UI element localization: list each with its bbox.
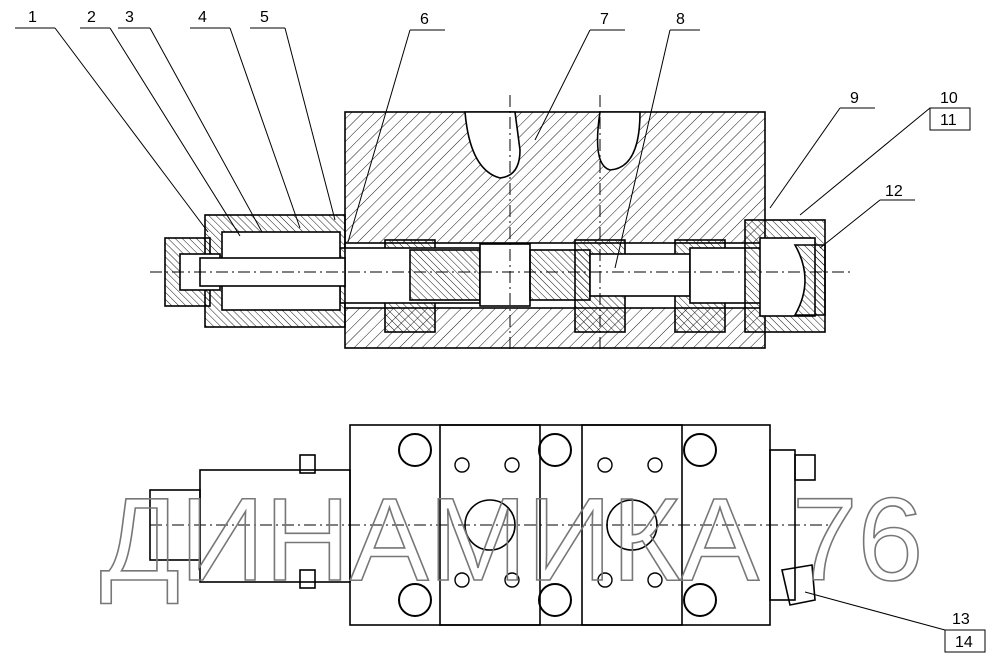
top-view bbox=[149, 424, 830, 626]
label-6: 6 bbox=[420, 11, 429, 28]
label-12: 12 bbox=[885, 183, 903, 200]
label-3: 3 bbox=[125, 9, 134, 26]
label-1: 1 bbox=[28, 9, 37, 26]
part-labels: 1 2 3 4 5 6 7 8 9 10 11 12 13 14 bbox=[28, 9, 973, 651]
label-11: 11 bbox=[940, 112, 957, 129]
label-8: 8 bbox=[676, 11, 685, 28]
label-2: 2 bbox=[87, 9, 96, 26]
label-9: 9 bbox=[850, 90, 859, 107]
watermark: ДИНАМИКА 76 bbox=[100, 474, 923, 606]
label-10: 10 bbox=[940, 90, 958, 107]
label-5: 5 bbox=[260, 9, 269, 26]
label-14: 14 bbox=[955, 634, 973, 651]
label-7: 7 bbox=[600, 11, 609, 28]
leader-lines bbox=[15, 27, 986, 653]
section-view bbox=[150, 95, 850, 350]
label-13: 13 bbox=[952, 611, 970, 628]
label-4: 4 bbox=[198, 9, 207, 26]
